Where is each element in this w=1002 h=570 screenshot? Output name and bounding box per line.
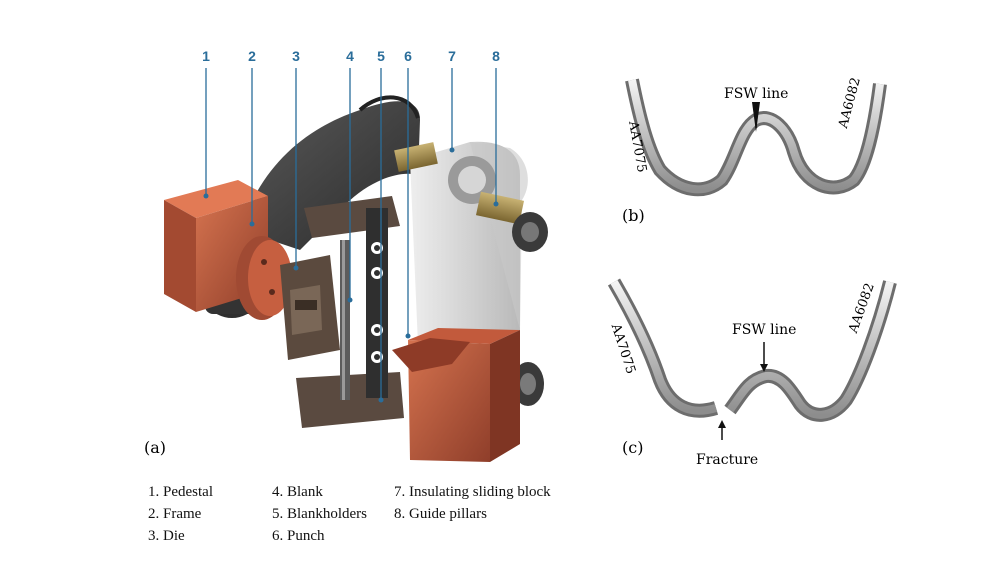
legend-item-blankholders: 5. Blankholders — [272, 506, 367, 522]
legend-item-die: 3. Die — [148, 528, 185, 544]
panel-c-fracture-label: Fracture — [696, 452, 759, 468]
callout-7: 7 — [448, 48, 456, 64]
legend-item-pedestal: 1. Pedestal — [148, 484, 213, 500]
callout-2: 2 — [248, 48, 256, 64]
callout-dots — [203, 147, 499, 403]
copper-disk — [236, 236, 292, 320]
legend-item-frame: 2. Frame — [148, 506, 202, 522]
legend-item-guide-pillars: 8. Guide pillars — [394, 506, 487, 522]
panel-c-weld-label: FSW line — [732, 322, 797, 338]
panel-label-b: (b) — [622, 206, 645, 225]
panel-b-weld-label: FSW line — [724, 86, 789, 102]
blank-part — [340, 240, 350, 400]
panel-label-a: (a) — [144, 438, 167, 457]
callout-4: 4 — [346, 48, 354, 64]
panel-b-profile — [625, 78, 887, 197]
legend-item-insulating-block: 7. Insulating sliding block — [394, 484, 551, 500]
callout-lines — [205, 68, 497, 400]
callout-6: 6 — [404, 48, 412, 64]
punch-part — [392, 328, 520, 462]
callout-3: 3 — [292, 48, 300, 64]
insulating-block-part — [410, 141, 528, 345]
callout-1: 1 — [202, 48, 210, 64]
legend-item-blank: 4. Blank — [272, 484, 323, 500]
callout-5: 5 — [377, 48, 385, 64]
panel-label-c: (c) — [622, 438, 644, 457]
panel-c-profile — [607, 278, 897, 440]
legend-item-punch: 6. Punch — [272, 528, 325, 544]
die-part — [280, 255, 340, 360]
callout-8: 8 — [492, 48, 500, 64]
